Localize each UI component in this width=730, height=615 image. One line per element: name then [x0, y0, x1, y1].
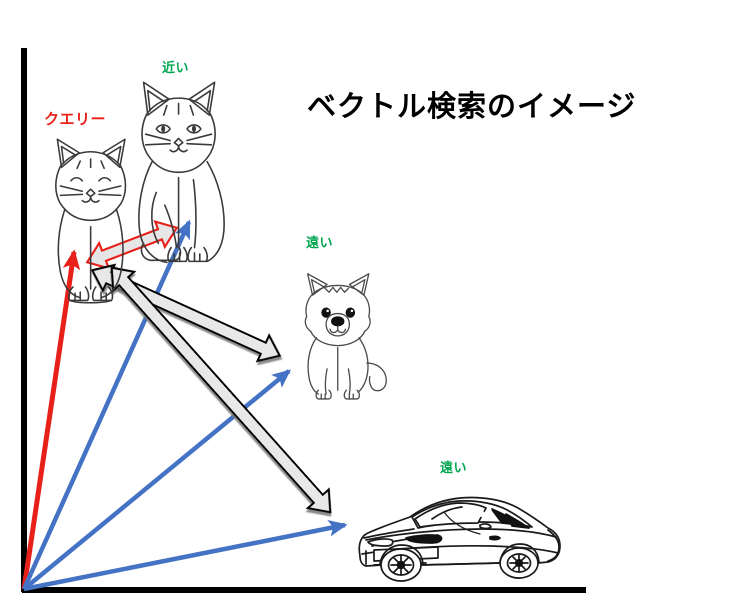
vector-far-car: [23, 520, 348, 592]
vector-query-cat: [21, 249, 81, 590]
vector-group: [21, 219, 348, 592]
label-far-dog: 遠い: [306, 235, 334, 250]
near-cat-illustration: [138, 81, 225, 264]
distance-arrow-far-car: [110, 266, 332, 514]
label-far-car: 遠い: [440, 460, 468, 475]
far-car-illustration: [358, 496, 561, 582]
page-title: ベクトル検索のイメージ: [307, 91, 637, 123]
label-query-cat: クエリー: [44, 111, 107, 128]
far-dog-illustration: [304, 273, 387, 400]
distance-arrow-near: [85, 220, 179, 270]
label-near-cat: 近い: [162, 60, 190, 75]
vector-near-cat: [21, 219, 192, 590]
vector-far-dog: [22, 369, 292, 591]
axes: [21, 48, 586, 593]
query-cat-illustration: [55, 138, 127, 304]
